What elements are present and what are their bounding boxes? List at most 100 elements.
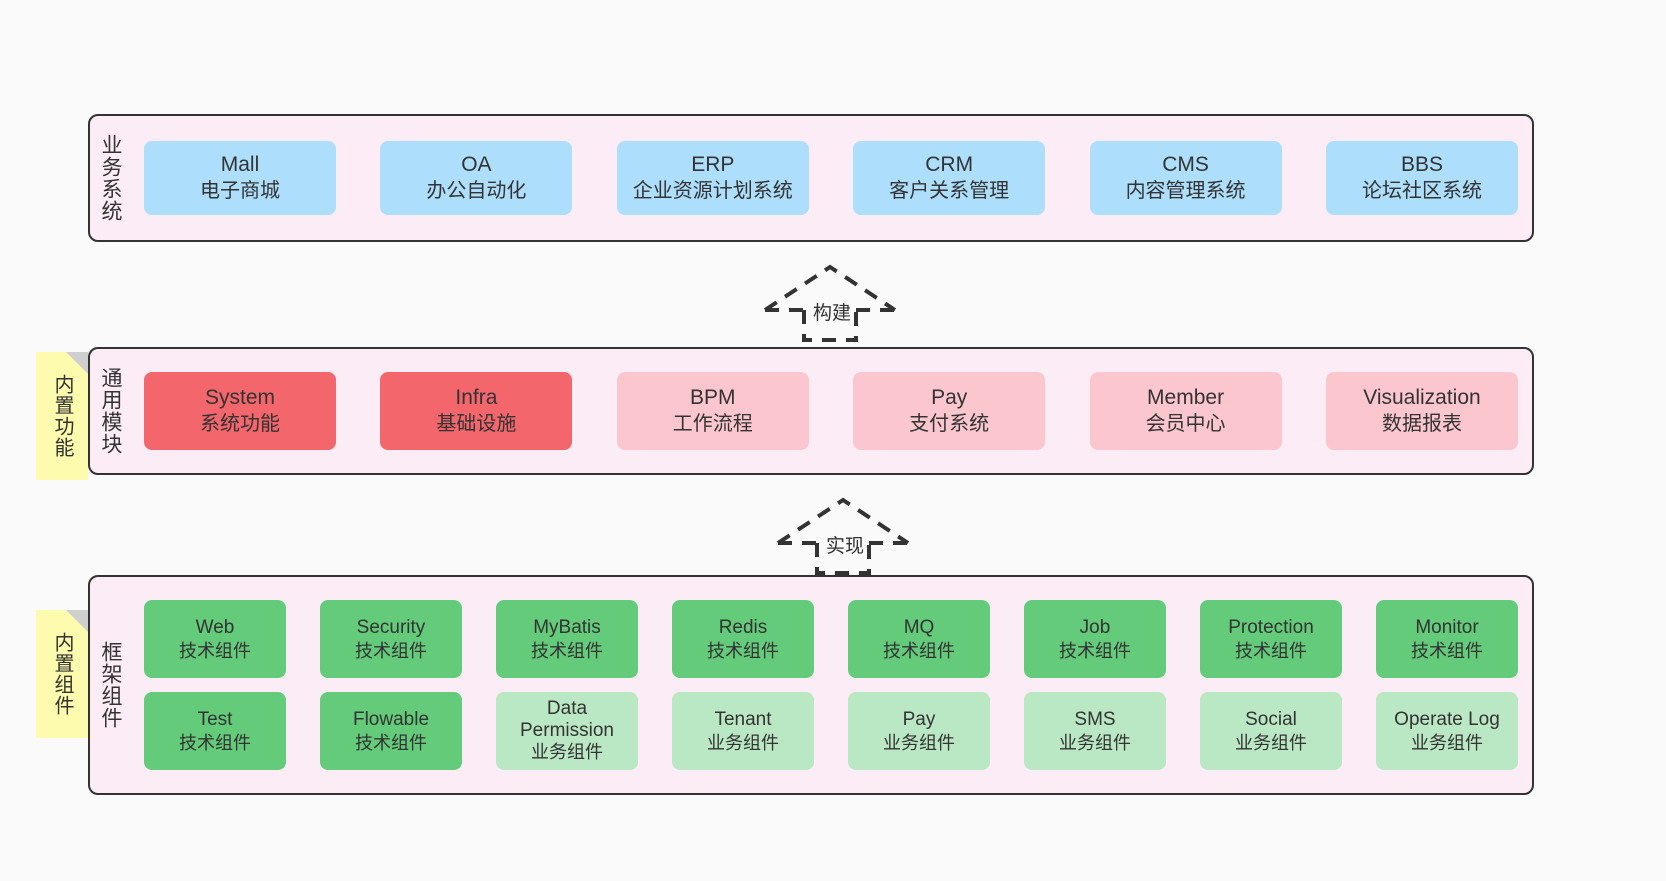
card-flowable[interactable]: Flowable 技术组件	[320, 692, 462, 770]
layer-title-common-modules: 通用模块	[98, 367, 122, 455]
card-sms[interactable]: SMS 业务组件	[1024, 692, 1166, 770]
card-title: Protection	[1228, 616, 1314, 638]
card-monitor[interactable]: Monitor 技术组件	[1376, 600, 1518, 678]
card-title: Visualization	[1363, 386, 1481, 410]
card-subtitle: 技术组件	[1059, 640, 1131, 661]
note-builtin-components: 内置组件	[36, 610, 88, 738]
card-subtitle: 工作流程	[672, 412, 753, 435]
card-title: MyBatis	[533, 616, 601, 638]
card-title: Security	[356, 616, 426, 638]
connector-build: 构建	[760, 262, 900, 342]
card-subtitle: 业务组件	[1059, 732, 1131, 753]
card-row: Test 技术组件 Flowable 技术组件 Data Permission …	[144, 692, 1518, 770]
card-subtitle: 基础设施	[436, 412, 517, 435]
card-subtitle: 技术组件	[179, 732, 251, 753]
card-operate-log[interactable]: Operate Log 业务组件	[1376, 692, 1518, 770]
card-redis[interactable]: Redis 技术组件	[672, 600, 814, 678]
card-subtitle: 业务组件	[1411, 732, 1483, 753]
layer-title-business-systems: 业务系统	[98, 134, 122, 222]
card-subtitle: 企业资源计划系统	[632, 179, 793, 202]
card-subtitle: 技术组件	[179, 640, 251, 661]
card-title: Operate Log	[1394, 708, 1500, 730]
card-crm[interactable]: CRM 客户关系管理	[853, 141, 1046, 215]
layer-common-modules: 通用模块 System 系统功能 Infra 基础设施 BPM 工作流程 Pay…	[88, 347, 1534, 475]
card-subtitle: 技术组件	[1411, 640, 1483, 661]
card-subtitle: 技术组件	[531, 640, 603, 661]
card-tenant[interactable]: Tenant 业务组件	[672, 692, 814, 770]
card-system[interactable]: System 系统功能	[144, 372, 336, 450]
card-subtitle: 技术组件	[355, 732, 427, 753]
card-subtitle: 技术组件	[883, 640, 955, 661]
card-web[interactable]: Web 技术组件	[144, 600, 286, 678]
card-security[interactable]: Security 技术组件	[320, 600, 462, 678]
connector-build-label: 构建	[811, 298, 854, 325]
card-subtitle: 技术组件	[707, 640, 779, 661]
card-cms[interactable]: CMS 内容管理系统	[1089, 141, 1282, 215]
card-subtitle: 业务组件	[707, 732, 779, 753]
card-title: SMS	[1074, 708, 1116, 730]
note-label: 内置功能	[51, 374, 73, 458]
card-subtitle: 会员中心	[1145, 412, 1226, 435]
card-title: Tenant	[714, 708, 772, 730]
card-subtitle: 数据报表	[1381, 412, 1462, 435]
card-mall[interactable]: Mall 电子商城	[144, 141, 336, 215]
card-title: Flowable	[352, 708, 430, 730]
layer-body-business-systems: Mall 电子商城 OA 办公自动化 ERP 企业资源计划系统 CRM 客户关系…	[130, 116, 1532, 240]
layer-title-framework-components: 框架组件	[98, 641, 122, 729]
card-title: ERP	[691, 153, 735, 177]
card-subtitle: 客户关系管理	[889, 179, 1010, 202]
card-subtitle: 业务组件	[1235, 732, 1307, 753]
card-title: Data Permission	[520, 698, 614, 741]
card-member[interactable]: Member 会员中心	[1089, 372, 1282, 450]
card-subtitle: 办公自动化	[426, 179, 527, 202]
arrowhead-path	[763, 264, 897, 312]
arrow-shaft-path	[802, 310, 858, 342]
card-title: Test	[197, 708, 233, 730]
card-title: Redis	[718, 616, 768, 638]
card-subtitle: 论坛社区系统	[1361, 179, 1482, 202]
card-title: OA	[461, 153, 492, 177]
card-title: Pay	[902, 708, 936, 730]
card-title: Web	[195, 616, 235, 638]
card-title: Member	[1147, 386, 1225, 410]
card-title: System	[204, 386, 275, 410]
card-title: Infra	[455, 386, 498, 410]
card-title: Social	[1245, 708, 1297, 730]
note-builtin-functions: 内置功能	[36, 352, 88, 480]
card-title: MQ	[903, 616, 935, 638]
card-pay[interactable]: Pay 支付系统	[853, 372, 1046, 450]
arrowhead-path	[776, 497, 910, 545]
card-mybatis[interactable]: MyBatis 技术组件	[496, 600, 638, 678]
layer-body-framework-components: Web 技术组件 Security 技术组件 MyBatis 技术组件 Redi…	[130, 577, 1532, 793]
card-visualization[interactable]: Visualization 数据报表	[1325, 372, 1518, 450]
card-erp[interactable]: ERP 企业资源计划系统	[616, 141, 809, 215]
card-data-permission[interactable]: Data Permission 业务组件	[496, 692, 638, 770]
card-infra[interactable]: Infra 基础设施	[380, 372, 573, 450]
card-row: System 系统功能 Infra 基础设施 BPM 工作流程 Pay 支付系统…	[144, 372, 1518, 450]
card-bbs[interactable]: BBS 论坛社区系统	[1325, 141, 1518, 215]
card-bpm[interactable]: BPM 工作流程	[616, 372, 809, 450]
arrow-shaft-path	[815, 543, 871, 575]
card-pay-component[interactable]: Pay 业务组件	[848, 692, 990, 770]
card-title: Pay	[931, 386, 968, 410]
card-title: Monitor	[1415, 616, 1479, 638]
card-title: BBS	[1400, 153, 1443, 177]
connector-implement-label: 实现	[824, 531, 867, 558]
card-mq[interactable]: MQ 技术组件	[848, 600, 990, 678]
layer-body-common-modules: System 系统功能 Infra 基础设施 BPM 工作流程 Pay 支付系统…	[130, 349, 1532, 473]
layer-business-systems: 业务系统 Mall 电子商城 OA 办公自动化 ERP 企业资源计划系统 CRM…	[88, 114, 1534, 242]
card-subtitle: 系统功能	[200, 412, 280, 435]
card-job[interactable]: Job 技术组件	[1024, 600, 1166, 678]
card-subtitle: 内容管理系统	[1125, 179, 1246, 202]
card-row: Mall 电子商城 OA 办公自动化 ERP 企业资源计划系统 CRM 客户关系…	[144, 141, 1518, 215]
card-test[interactable]: Test 技术组件	[144, 692, 286, 770]
card-subtitle: 电子商城	[200, 179, 280, 202]
card-oa[interactable]: OA 办公自动化	[380, 141, 573, 215]
card-social[interactable]: Social 业务组件	[1200, 692, 1342, 770]
layer-framework-components: 框架组件 Web 技术组件 Security 技术组件 MyBatis 技术组件…	[88, 575, 1534, 795]
card-title: Job	[1079, 616, 1111, 638]
card-protection[interactable]: Protection 技术组件	[1200, 600, 1342, 678]
card-subtitle: 技术组件	[355, 640, 427, 661]
card-title: CMS	[1162, 153, 1209, 177]
